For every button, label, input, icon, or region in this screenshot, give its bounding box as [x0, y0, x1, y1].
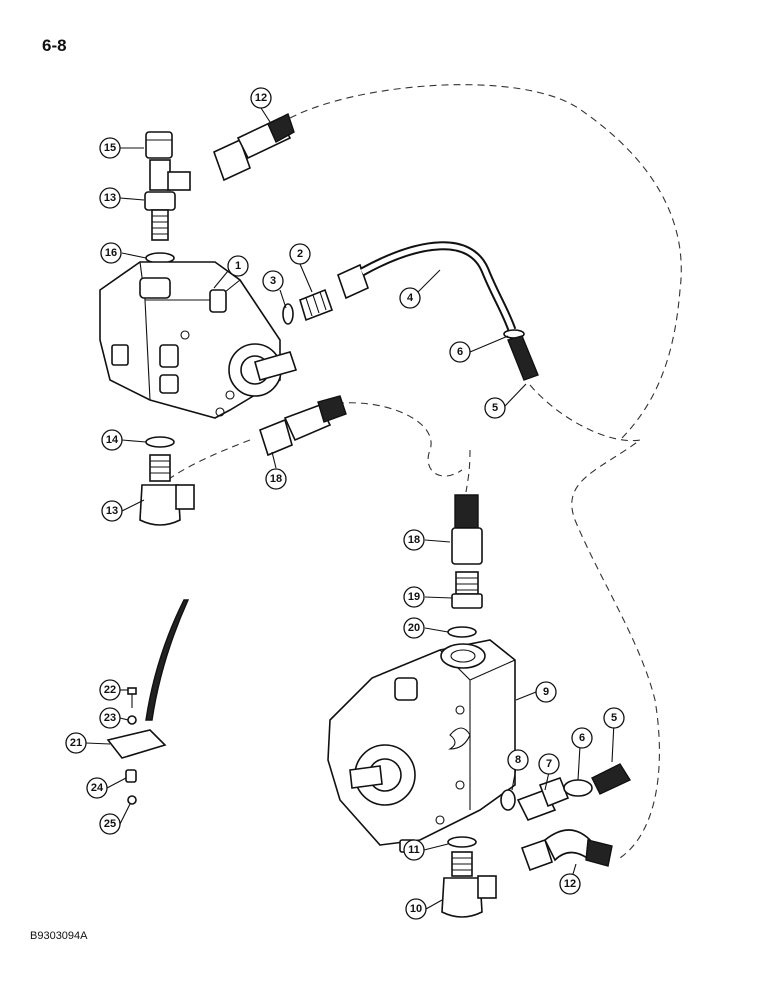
callout-17: 15 [99, 137, 121, 159]
part-24-spacer [125, 769, 137, 783]
callout-6-top: 6 [449, 341, 471, 363]
part-13-elbow-fitting [139, 454, 195, 526]
svg-text:6: 6 [579, 732, 585, 744]
svg-text:23: 23 [104, 712, 116, 724]
callout-1: 1 [227, 255, 249, 277]
svg-text:18: 18 [408, 534, 420, 546]
callout-23: 23 [99, 707, 121, 729]
callout-3: 3 [262, 270, 284, 292]
svg-text:3: 3 [270, 275, 276, 287]
svg-text:9: 9 [543, 686, 549, 698]
callout-5-lower: 5 [603, 707, 625, 729]
svg-text:11: 11 [408, 844, 420, 856]
svg-text:7: 7 [546, 758, 552, 770]
callout-19: 19 [403, 586, 425, 608]
part-5-hose-top [507, 335, 539, 381]
callout-16: 16 [100, 242, 122, 264]
part-8-o-ring [500, 789, 516, 811]
svg-text:21: 21 [70, 737, 82, 749]
svg-text:8: 8 [515, 754, 521, 766]
svg-text:10: 10 [410, 903, 422, 915]
svg-text:18: 18 [270, 473, 282, 485]
hose-route-left [164, 439, 251, 483]
part-12-hose-fitting-top [213, 113, 295, 182]
part-20-o-ring [447, 626, 477, 638]
page-number: 6-8 [42, 36, 67, 55]
callout-21: 21 [65, 732, 87, 754]
part-5-hose-lower [591, 763, 632, 795]
part-25-nut [127, 795, 137, 805]
part-23-washer [127, 715, 137, 725]
svg-text:2: 2 [297, 248, 303, 260]
callout-18-lower: 18 [403, 529, 425, 551]
svg-text:20: 20 [408, 622, 420, 634]
svg-text:6: 6 [457, 346, 463, 358]
callout-22: 22 [99, 679, 121, 701]
part-17-cap [145, 131, 173, 159]
svg-text:25: 25 [104, 818, 116, 830]
callout-12-top: 12 [250, 87, 272, 109]
callout-10: 10 [405, 898, 427, 920]
callout-20: 20 [403, 617, 425, 639]
callout-2: 2 [289, 243, 311, 265]
svg-text:13: 13 [106, 505, 118, 517]
part-18-hose-fitting-lower [451, 494, 483, 565]
svg-text:24: 24 [91, 782, 104, 794]
callout-12-lower: 12 [559, 873, 581, 895]
svg-text:1: 1 [235, 260, 241, 272]
callout-6-lower: 6 [571, 727, 593, 749]
part-21-bracket [106, 729, 167, 759]
svg-text:12: 12 [564, 878, 576, 890]
wire-loom [145, 599, 190, 721]
part-22-screw [127, 687, 137, 708]
part-4-tube [337, 241, 517, 332]
part-6-clamp-lower [563, 779, 593, 797]
callout-4: 4 [399, 287, 421, 309]
svg-text:15: 15 [104, 142, 116, 154]
svg-text:22: 22 [104, 684, 116, 696]
callout-14: 14 [101, 429, 123, 451]
callout-11: 11 [403, 839, 425, 861]
svg-text:16: 16 [105, 247, 117, 259]
part-10-elbow-fitting [441, 851, 497, 918]
svg-text:5: 5 [611, 712, 617, 724]
part-18-hose-fitting-middle [259, 395, 347, 457]
svg-text:13: 13 [104, 192, 116, 204]
part-19-adapter [451, 571, 483, 609]
part-12-hose-fitting-lower [520, 829, 613, 872]
svg-text:19: 19 [408, 591, 420, 603]
figure-code: B9303094A [30, 930, 88, 942]
hose-route-bottom [465, 449, 471, 493]
hose-route-middle [324, 402, 463, 477]
callout-5-top: 5 [484, 397, 506, 419]
part-7-elbow [516, 776, 570, 821]
callout-25: 25 [99, 813, 121, 835]
callout-9: 9 [535, 681, 557, 703]
part-1-upper-pump [99, 261, 298, 419]
callout-15: 13 [99, 187, 121, 209]
callout-18-top: 18 [265, 468, 287, 490]
svg-text:12: 12 [255, 92, 267, 104]
part-15-tee-fitting [144, 159, 191, 241]
svg-text:4: 4 [407, 292, 414, 304]
part-11-o-ring [447, 836, 477, 848]
part-3-o-ring [282, 303, 294, 325]
part-14-o-ring [145, 436, 175, 448]
callout-24: 24 [86, 777, 108, 799]
callout-8: 8 [507, 749, 529, 771]
part-2-adapter [299, 288, 334, 322]
svg-text:14: 14 [106, 434, 119, 446]
hose-route-top [289, 84, 682, 441]
svg-text:5: 5 [492, 402, 498, 414]
hose-route-right [529, 384, 660, 859]
callout-13: 13 [101, 500, 123, 522]
part-9-lower-pump [327, 639, 516, 853]
callout-7: 7 [538, 753, 560, 775]
